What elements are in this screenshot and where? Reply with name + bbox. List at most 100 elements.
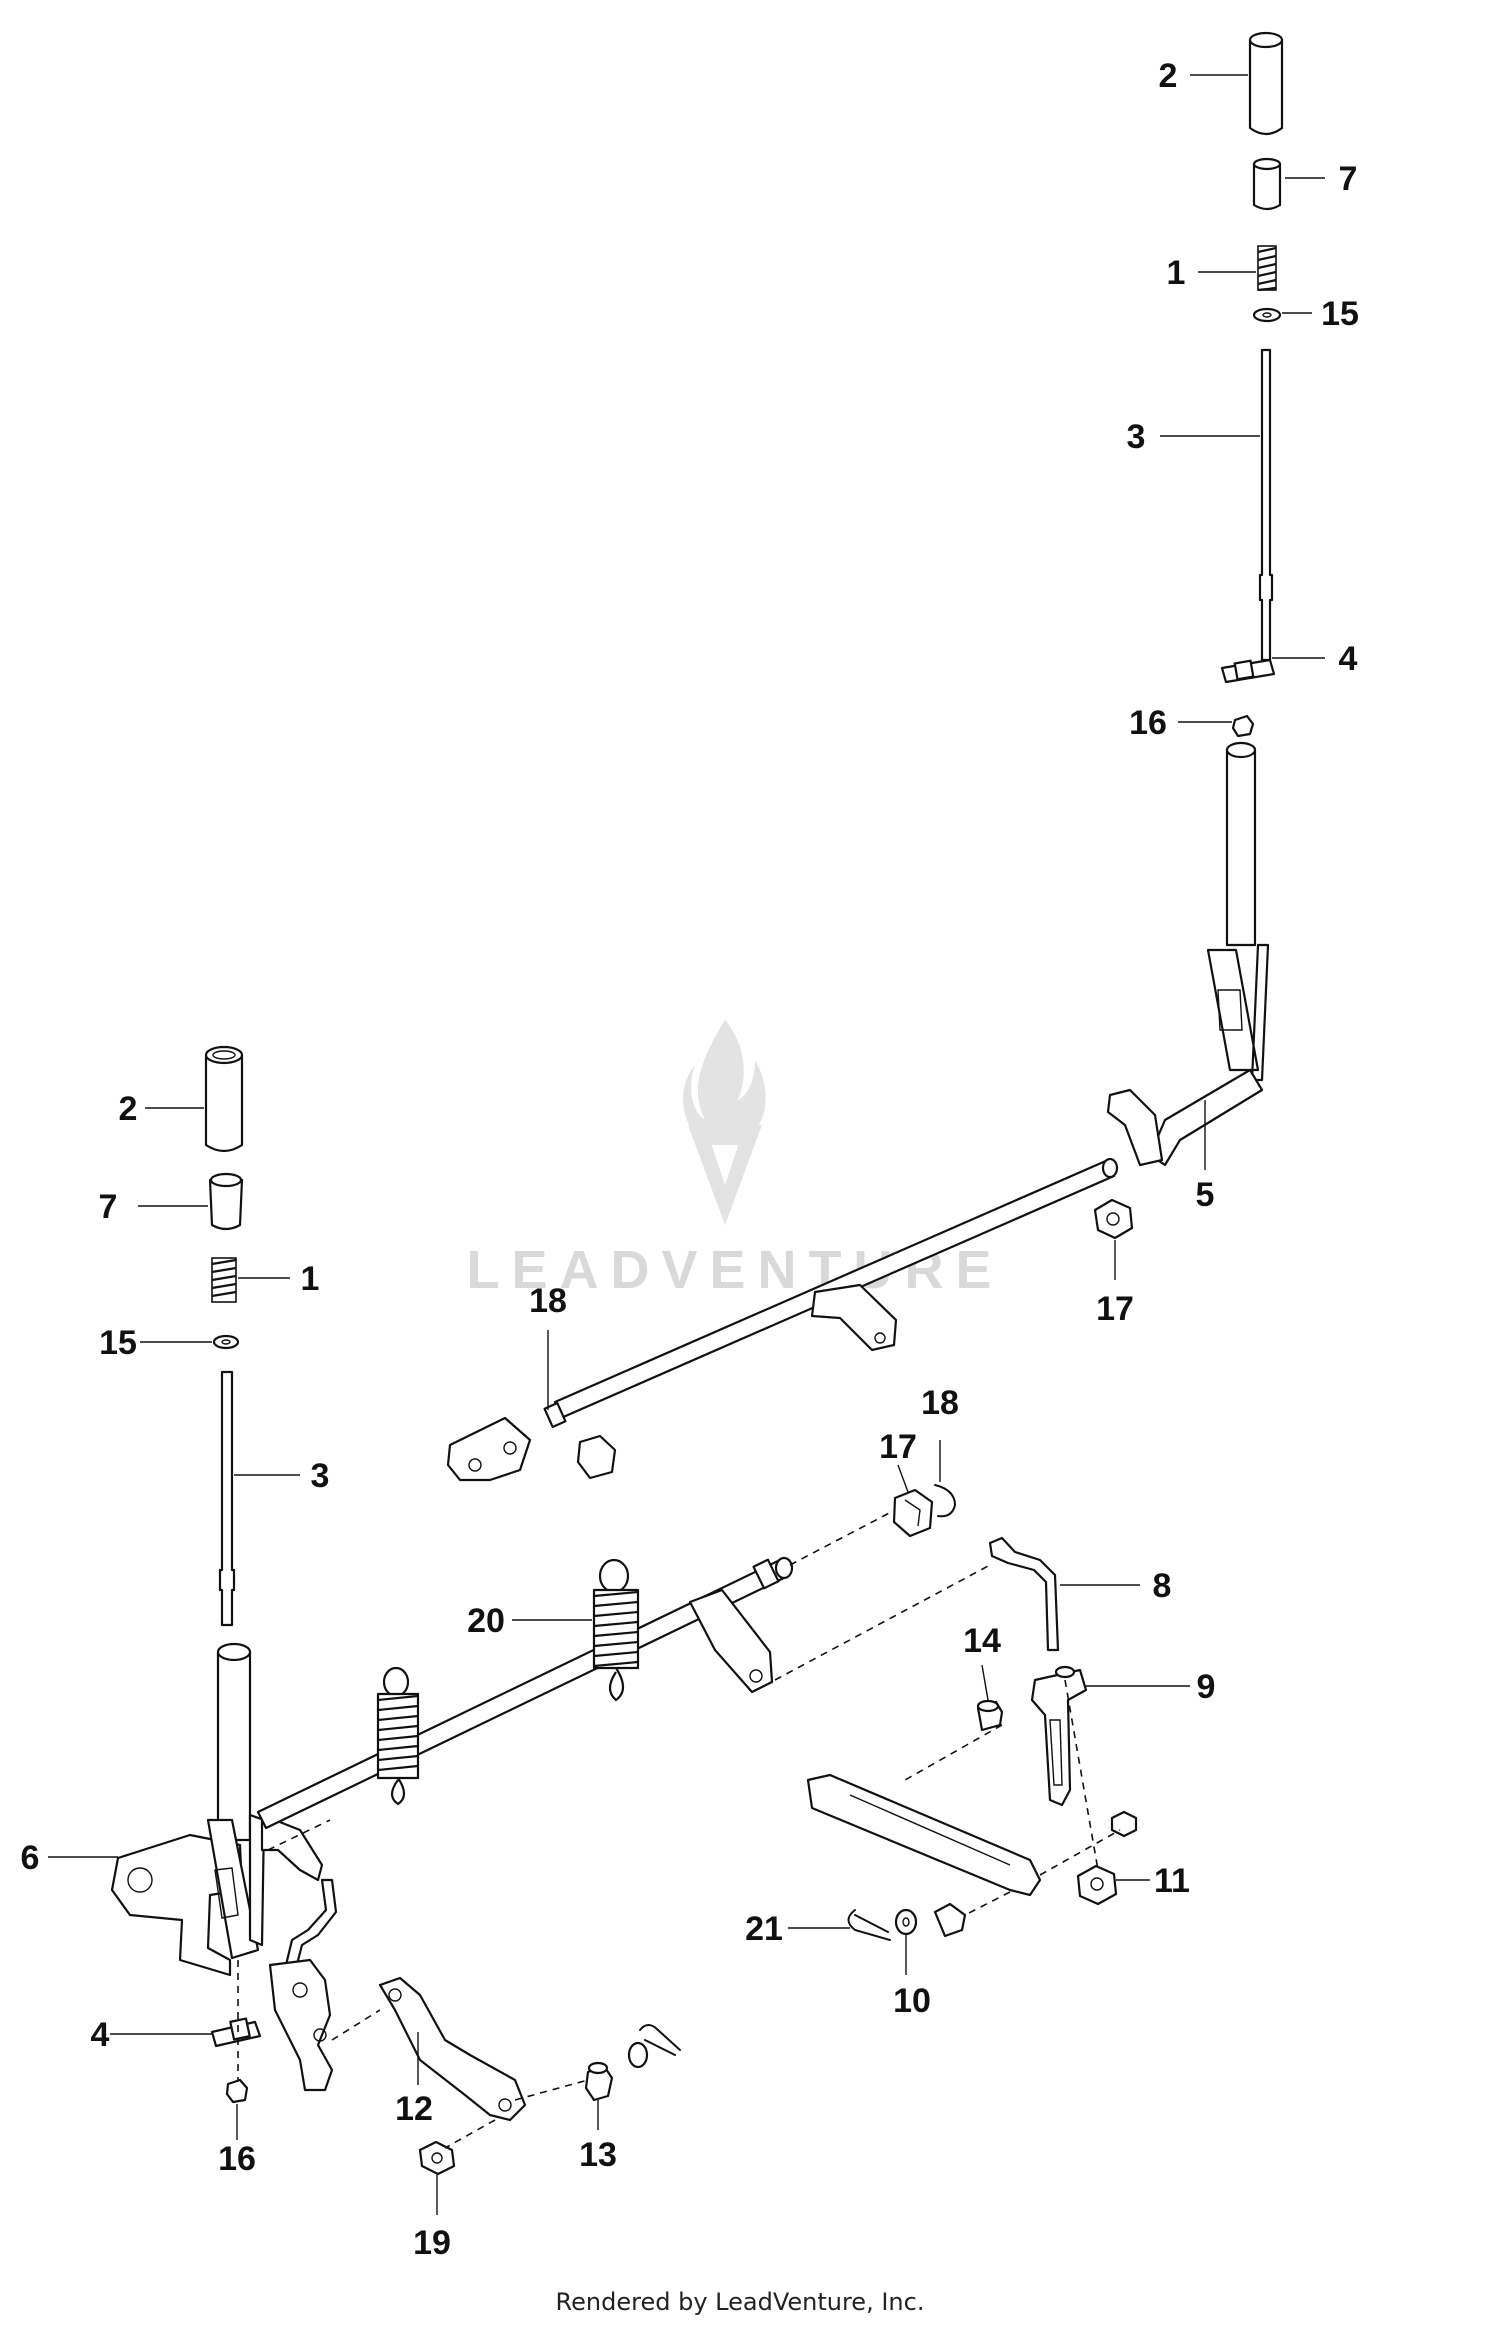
- link-rod-8-part: [988, 1536, 1060, 1652]
- callout-label: 2: [1159, 57, 1178, 95]
- right-lever-assembly: [1093, 31, 1284, 1240]
- upper-cross-shaft: [446, 1157, 1119, 1482]
- callout-label: 20: [467, 1602, 505, 1640]
- right-tube-top: [1225, 741, 1257, 759]
- lower-dash-2: [774, 1564, 991, 1681]
- big-spring-20-part: [592, 1558, 640, 1702]
- left-pin-block: [229, 2017, 251, 2041]
- hair-pin-21-part: [847, 1909, 891, 1941]
- right-dash-2: [964, 1891, 1011, 1916]
- left-dash-4: [331, 2009, 381, 2041]
- left-grip-part: [204, 1053, 244, 1153]
- nut-11-hole: [1090, 1877, 1104, 1891]
- left-dash-3: [514, 2079, 589, 2101]
- callout-label: 8: [1153, 1567, 1172, 1605]
- callout-label: 19: [413, 2224, 451, 2262]
- callout-label: 1: [1167, 254, 1186, 292]
- callout-label: 16: [1129, 704, 1167, 742]
- callout-label: 3: [1127, 418, 1146, 456]
- right-spring-part: [1257, 245, 1277, 292]
- left-grip-hole: [212, 1050, 236, 1060]
- right-washer-part: [1252, 307, 1282, 323]
- right-bracket-slot: [1217, 989, 1243, 1031]
- right-rod-part: [1258, 348, 1274, 662]
- callout-label: 1: [301, 1260, 320, 1298]
- left-grip-top: [204, 1045, 244, 1065]
- left-lever-lower-arm: [260, 1813, 324, 1882]
- leader-lines: [48, 74, 1325, 2215]
- left-tube-top: [216, 1642, 252, 1662]
- right-lever-hook: [1106, 1088, 1164, 1167]
- left-hair-pin: [639, 2024, 681, 2056]
- right-nut-17-part: [1093, 1198, 1134, 1240]
- callout-label: 6: [21, 1839, 40, 1877]
- right-lever-bracket: [1206, 943, 1270, 1082]
- stud-14-top: [976, 1699, 1000, 1713]
- callout-label: 5: [1196, 1176, 1215, 1214]
- washer-10-hole: [902, 1917, 910, 1927]
- lower-shaft-end: [774, 1556, 794, 1580]
- left-dash-2: [444, 2119, 496, 2149]
- callout-label: 4: [91, 2016, 110, 2054]
- link-12-hole-2: [498, 2098, 512, 2112]
- left-spring-part: [211, 1257, 237, 1303]
- callout-labels: 2 7 1 15 3 4 16 5 17 2 7 1 15 3 6 4 16 1…: [21, 57, 1359, 2262]
- callout-label: 17: [1096, 1290, 1134, 1328]
- lower-cross-shaft: [256, 1484, 991, 1851]
- callout-label: 15: [1321, 295, 1359, 333]
- right-dash-4: [1039, 1829, 1121, 1876]
- right-lever-arm: [1148, 1068, 1264, 1167]
- left-washer-13: [627, 2041, 649, 2069]
- callout-label: 7: [99, 1188, 118, 1226]
- callout-label: 4: [1339, 640, 1358, 678]
- left-bushing-top: [209, 1172, 243, 1188]
- long-link-detail: [849, 1794, 1011, 1866]
- right-pin-block: [1233, 659, 1255, 681]
- shaft-collar-18: [543, 1401, 567, 1429]
- right-dash-3: [904, 1724, 1003, 1781]
- right-bushing-part: [1252, 162, 1282, 211]
- left-pivot-hole-2: [313, 2028, 327, 2042]
- pivot-9-top: [1054, 1665, 1076, 1679]
- clip-18-part: [934, 1484, 957, 1518]
- left-pivot-hole: [292, 1982, 308, 1998]
- pivot-9-part: [1030, 1668, 1088, 1807]
- lower-dash-1: [789, 1509, 896, 1566]
- callout-label: 14: [963, 1622, 1001, 1660]
- right-bushing-top: [1252, 157, 1282, 171]
- bracket-hole: [127, 1867, 153, 1893]
- end-plate-hole-1: [468, 1458, 482, 1472]
- callout-label: 10: [893, 1982, 931, 2020]
- v-logo-icon: [688, 1125, 762, 1225]
- lower-shaft-collar: [752, 1558, 780, 1590]
- right-grip-top: [1248, 31, 1284, 49]
- right-nut-17-hole: [1106, 1212, 1120, 1226]
- callout-label: 12: [395, 2090, 433, 2128]
- right-lower-linkage: [806, 1536, 1138, 1941]
- left-mount-bracket-part: [110, 1833, 244, 1977]
- rendered-by-footer: Rendered by LeadVenture, Inc.: [556, 2288, 925, 2316]
- left-washer-part: [212, 1334, 240, 1350]
- bushing-17-detail: [904, 1499, 921, 1527]
- stud-13-top: [587, 2061, 609, 2075]
- lower-arm-hole: [749, 1669, 763, 1683]
- long-link-part: [806, 1773, 1042, 1897]
- left-link-rod: [284, 1878, 338, 1970]
- upper-bushing: [576, 1434, 617, 1480]
- callout-label: 11: [1154, 1862, 1190, 1900]
- upper-shaft-end: [1101, 1157, 1119, 1179]
- lower-dash-3: [267, 1819, 331, 1851]
- right-grip-part: [1248, 38, 1284, 136]
- callout-label: 7: [1339, 160, 1358, 198]
- callout-label: 18: [921, 1384, 959, 1422]
- second-spring-part: [376, 1666, 420, 1806]
- left-plate-slot: [214, 1867, 239, 1919]
- nut-11-part: [1076, 1864, 1118, 1906]
- link-12-part: [378, 1976, 527, 2122]
- washer-10-part: [894, 1908, 918, 1936]
- callout-label: 15: [99, 1324, 137, 1362]
- right-lever-tube-part: [1225, 748, 1257, 947]
- callout-label: 21: [745, 1910, 783, 1948]
- left-lever-tube-part: [216, 1650, 252, 1842]
